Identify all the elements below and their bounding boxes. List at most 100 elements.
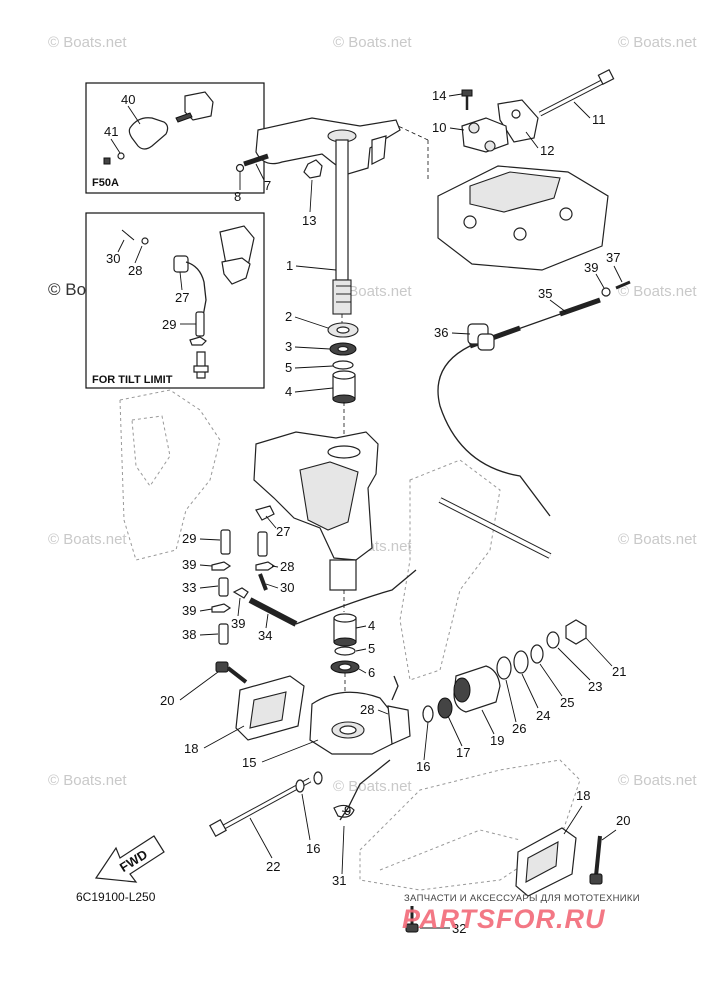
- brand-logo: PARTSFOR.RU: [402, 904, 606, 934]
- rubber-mount-19: [453, 665, 501, 713]
- callout-12: 12: [540, 143, 554, 158]
- callout-34: 34: [258, 628, 272, 643]
- washer-26: [496, 656, 512, 680]
- watermark: © Boats.net: [618, 34, 697, 51]
- callout-20: 20: [160, 693, 174, 708]
- callout-36: 36: [434, 325, 448, 340]
- callout-18: 18: [184, 741, 198, 756]
- washer-16b: [422, 705, 434, 723]
- callout-19: 19: [490, 733, 504, 748]
- callout-27: 27: [175, 290, 189, 305]
- washer-16: [295, 779, 305, 793]
- callout-41: 41: [104, 124, 118, 139]
- steering-arm: [255, 117, 401, 175]
- washer-24: [513, 650, 529, 674]
- watermark: © Boats.net: [333, 778, 412, 795]
- bushing-4-lower: [333, 613, 357, 647]
- clip-39: [601, 287, 611, 297]
- callout-40: 40: [121, 92, 135, 107]
- screw-7: [243, 153, 269, 167]
- watermark: © Boats.net: [333, 34, 412, 51]
- bolt-22: [209, 777, 312, 837]
- clamp-36: [467, 323, 495, 351]
- callout-28: 28: [128, 263, 142, 278]
- watermark: © Boats.net: [48, 772, 127, 789]
- callout-16: 16: [306, 841, 320, 856]
- bushing-4: [332, 370, 356, 404]
- callout-39: 39: [584, 260, 598, 275]
- plate-12: [497, 99, 539, 143]
- cable-31: [339, 759, 391, 821]
- screw-37: [615, 280, 631, 290]
- cover-18: [515, 827, 577, 897]
- callout-10: 10: [432, 120, 446, 135]
- washer-25: [530, 644, 544, 664]
- o-ring-5-lower: [334, 646, 356, 656]
- nut-21: [565, 619, 587, 645]
- callout-30: 30: [280, 580, 294, 595]
- callout-2: 2: [285, 309, 292, 324]
- clip-39: [211, 561, 232, 571]
- callout-33: 33: [182, 580, 196, 595]
- fwd-arrow-icon: FWD: [94, 835, 165, 883]
- callout-18: 18: [576, 788, 590, 803]
- callouts: 1 2 3 5 4 8 7 13 14 10 11 12 37 39 35 36…: [160, 88, 630, 936]
- mount-10: [461, 117, 509, 153]
- bolt-20b: [589, 835, 603, 885]
- callout-25: 25: [560, 695, 574, 710]
- callout-5: 5: [368, 641, 375, 656]
- watermark: © Boats.net: [618, 531, 697, 548]
- callout-35: 35: [538, 286, 552, 301]
- callout-14: 14: [432, 88, 446, 103]
- watermark: © Boats.net: [618, 772, 697, 789]
- callout-28: 28: [280, 559, 294, 574]
- callout-1: 1: [286, 258, 293, 273]
- callout-31: 31: [332, 873, 346, 888]
- callout-4: 4: [368, 618, 375, 633]
- washer-23: [546, 631, 560, 649]
- fitting-33: [218, 577, 229, 597]
- callout-39: 39: [182, 557, 196, 572]
- callout-17: 17: [456, 745, 470, 760]
- o-ring-5: [332, 360, 354, 370]
- tilt-tube: [438, 497, 552, 559]
- brand-tagline: ЗАПЧАСТИ И АКСЕССУАРЫ ДЛЯ МОТОТЕХНИКИ: [404, 893, 640, 904]
- rod-34: [248, 597, 298, 627]
- inset-tilt-limit: FOR TILT LIMIT 30 28 27 29: [85, 212, 265, 389]
- mount-17: [437, 697, 453, 719]
- callout-21: 21: [612, 664, 626, 679]
- pin-38: [218, 623, 229, 645]
- pin-29: [220, 529, 231, 555]
- callout-30: 30: [106, 251, 120, 266]
- swivel-bracket: [253, 431, 379, 591]
- callout-11: 11: [592, 112, 606, 127]
- nut-13: [303, 159, 323, 179]
- callout-8: 8: [234, 189, 241, 204]
- bolt-20: [215, 661, 248, 684]
- clip-27: [255, 505, 275, 521]
- watermark: © Boats.net: [333, 283, 412, 300]
- inset-tilt-label: FOR TILT LIMIT: [92, 374, 173, 386]
- callout-7: 7: [264, 178, 271, 193]
- callout-28: 28: [360, 702, 374, 717]
- callout-39: 39: [182, 603, 196, 618]
- cable-35: [437, 299, 601, 517]
- lower-mount-bracket: [309, 691, 411, 755]
- watermark: © Boats.net: [48, 34, 127, 51]
- callout-29: 29: [182, 531, 196, 546]
- callout-20: 20: [616, 813, 630, 828]
- inset-f50a: F50A 40 41: [85, 82, 265, 194]
- diagram-code: 6C19100-L250: [76, 890, 156, 904]
- callout-27: 27: [276, 524, 290, 539]
- watermark: © Boats.net: [618, 283, 697, 300]
- callout-4: 4: [285, 384, 292, 399]
- watermark: © Boats.net: [48, 531, 127, 548]
- washer-8: [235, 163, 245, 173]
- bolt-11: [538, 69, 615, 117]
- screw-30: [258, 573, 268, 591]
- upper-mount-housing: [437, 165, 609, 271]
- bolt-14: [461, 89, 473, 97]
- callout-22: 22: [266, 859, 280, 874]
- anode-18: [235, 675, 305, 741]
- callout-23: 23: [588, 679, 602, 694]
